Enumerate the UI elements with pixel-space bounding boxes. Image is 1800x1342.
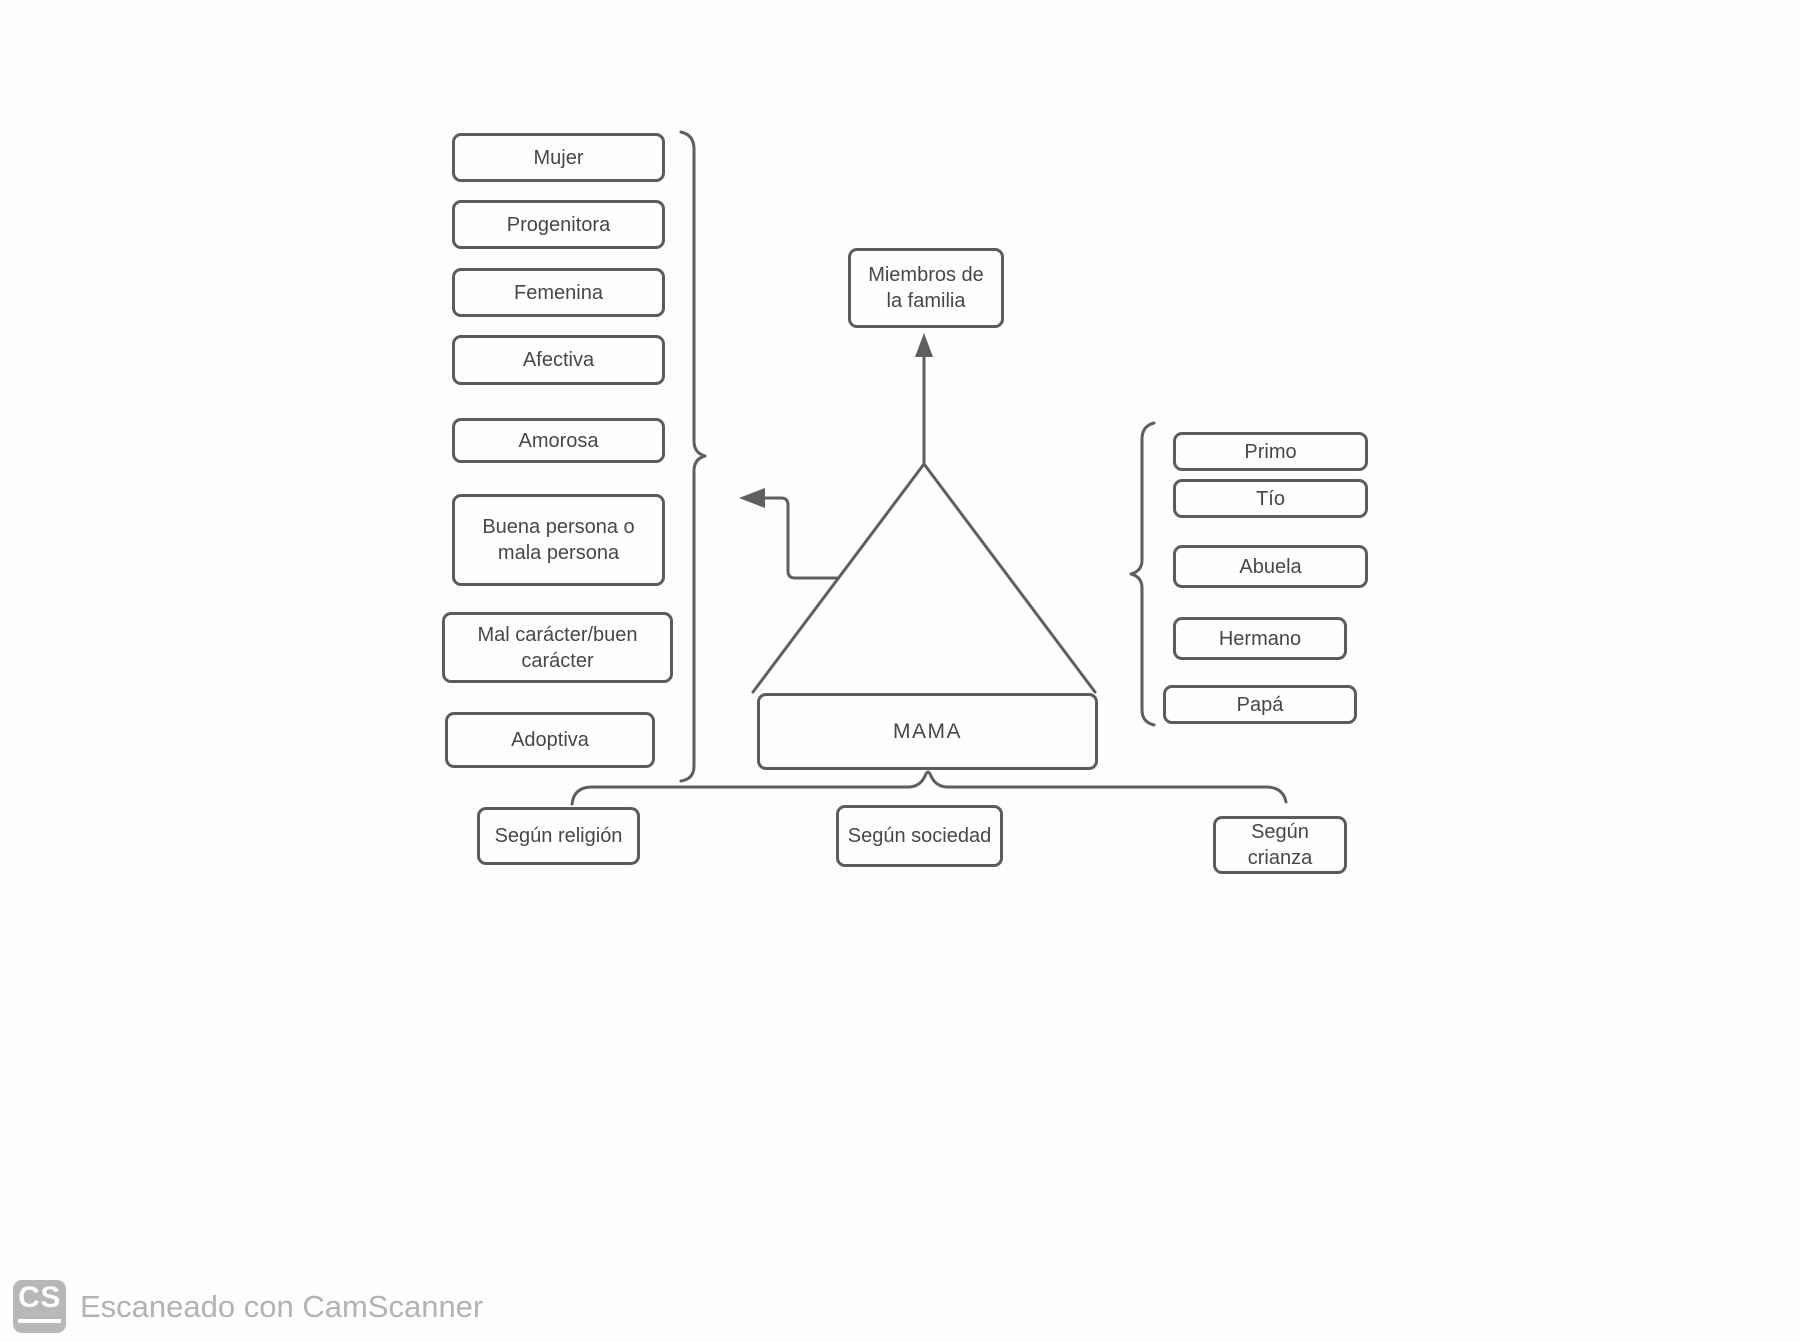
members-of-family-box: Miembros de la familia bbox=[848, 248, 1004, 328]
category-box-segun-sociedad: Según sociedad bbox=[836, 805, 1003, 867]
attribute-box-femenina: Femenina bbox=[452, 268, 665, 317]
category-box-segun-religion: Según religión bbox=[477, 807, 640, 865]
category-box-segun-crianza: Según crianza bbox=[1213, 816, 1347, 874]
left-arrow-line bbox=[760, 496, 840, 580]
cs-badge-underline bbox=[18, 1319, 61, 1323]
attribute-box-buena-persona: Buena persona o mala persona bbox=[452, 494, 665, 586]
member-box-tio: Tío bbox=[1173, 479, 1368, 518]
left-arrow-head bbox=[739, 488, 765, 508]
attribute-box-afectiva: Afectiva bbox=[452, 335, 665, 385]
attribute-box-amorosa: Amorosa bbox=[452, 418, 665, 463]
mama-box: MAMA bbox=[757, 693, 1098, 770]
member-box-abuela: Abuela bbox=[1173, 545, 1368, 588]
camscanner-cs-icon: CS bbox=[13, 1280, 66, 1333]
attribute-box-mal-caracter: Mal carácter/buen carácter bbox=[442, 612, 673, 683]
bottom-brace bbox=[570, 770, 1288, 806]
right-column-brace bbox=[1129, 421, 1156, 727]
left-column-brace bbox=[679, 130, 707, 783]
up-arrow-head bbox=[915, 333, 933, 357]
triangle-shape bbox=[751, 462, 1097, 694]
cs-badge-label: CS bbox=[18, 1281, 61, 1314]
attribute-box-adoptiva: Adoptiva bbox=[445, 712, 655, 768]
member-box-hermano: Hermano bbox=[1173, 617, 1347, 660]
camscanner-watermark-text: Escaneado con CamScanner bbox=[80, 1288, 484, 1324]
camscanner-watermark: CS Escaneado con CamScanner bbox=[13, 1280, 483, 1333]
member-box-papa: Papá bbox=[1163, 685, 1357, 724]
attribute-box-progenitora: Progenitora bbox=[452, 200, 665, 249]
member-box-primo: Primo bbox=[1173, 432, 1368, 471]
attribute-box-mujer: Mujer bbox=[452, 133, 665, 182]
mama-label: MAMA bbox=[893, 719, 962, 743]
